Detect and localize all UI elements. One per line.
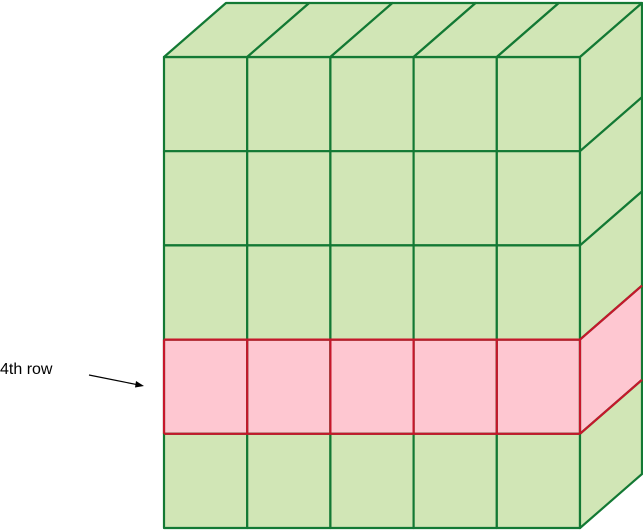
highlight-edge — [579, 378, 643, 435]
front-cell — [329, 55, 415, 153]
front-cell — [246, 150, 332, 247]
front-cell — [412, 150, 498, 247]
front-cell — [412, 55, 498, 153]
front-cell — [495, 432, 582, 530]
front-cell — [162, 55, 249, 153]
front-cell — [495, 150, 582, 247]
front-cell-highlighted — [246, 338, 332, 435]
arrow-shaft — [88, 374, 139, 386]
front-cell-highlighted — [329, 338, 415, 435]
front-cell — [162, 244, 249, 341]
front-cell — [495, 55, 582, 153]
front-cell — [246, 244, 332, 341]
front-cell — [162, 150, 249, 247]
row-annotation-label: 4th row — [0, 361, 53, 378]
front-face — [162, 55, 582, 530]
front-cell — [329, 150, 415, 247]
front-cell — [329, 432, 415, 530]
annotation-arrow — [88, 374, 144, 388]
front-cell — [412, 244, 498, 341]
front-cell-highlighted — [412, 338, 498, 435]
front-cell — [246, 432, 332, 530]
front-cell — [329, 244, 415, 341]
front-cell-highlighted — [495, 338, 582, 435]
front-cell-highlighted — [162, 338, 249, 435]
arrow-head — [135, 381, 144, 388]
highlighted-row-outline — [162, 284, 643, 435]
top-face — [162, 1, 643, 59]
front-cell — [162, 432, 249, 530]
front-cell — [246, 55, 332, 153]
right-side-face — [578, 1, 643, 530]
front-cell — [495, 244, 582, 341]
front-cell — [412, 432, 498, 530]
highlight-edge — [579, 284, 643, 341]
